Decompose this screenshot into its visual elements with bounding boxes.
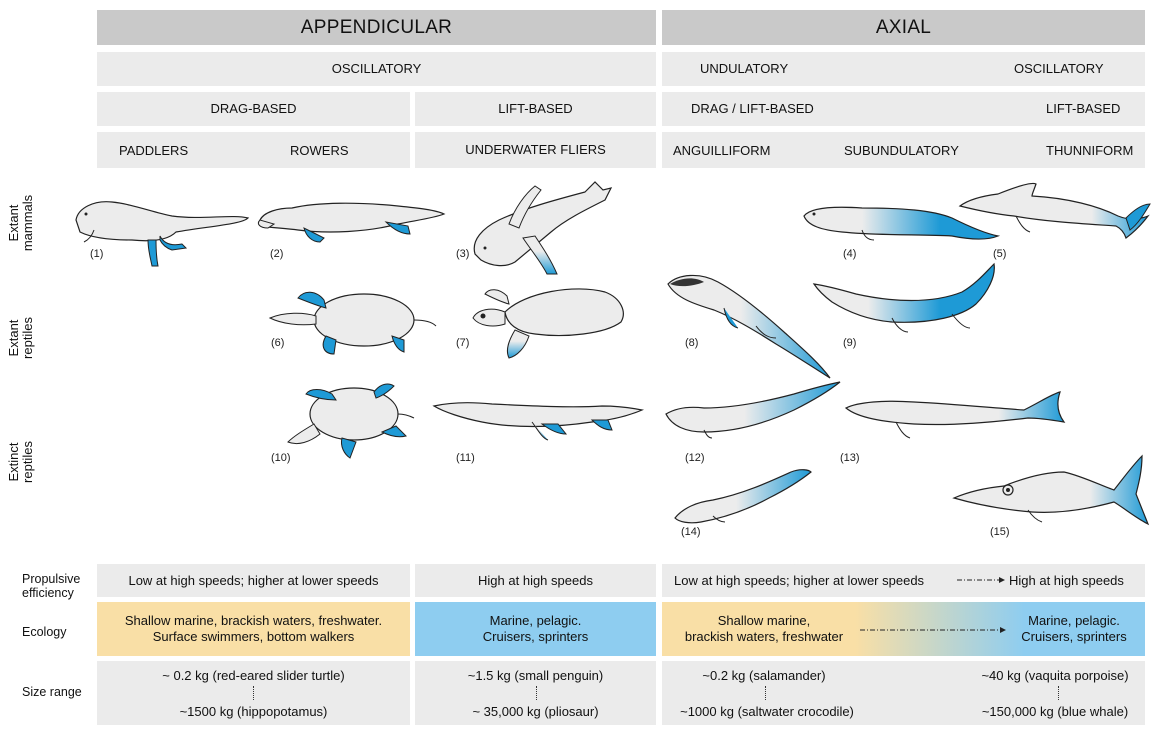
- row-label-extant-reptiles: Extant reptiles: [7, 308, 47, 368]
- animal-5-thunniform-mammal: [958, 180, 1153, 245]
- size-axial-right-top: ~40 kg (vaquita porpoise): [965, 668, 1145, 683]
- animal-7-underwater-flier-reptile: [465, 282, 635, 362]
- ecology-appendicular-drag: Shallow marine, brackish waters, freshwa…: [97, 602, 410, 656]
- header-lift-based-appendicular: LIFT-BASED: [415, 92, 656, 126]
- ecology-appendicular-lift: Marine, pelagic. Cruisers, sprinters: [415, 602, 656, 656]
- header-subundulatory: SUBUNDULATORY: [844, 143, 959, 158]
- animal-number-8: (8): [685, 337, 698, 349]
- size-appendicular-lift-bottom: ~ 35,000 kg (pliosaur): [415, 704, 656, 719]
- animal-number-1: (1): [90, 248, 103, 260]
- header-underwater-fliers: UNDERWATER FLIERS: [415, 132, 656, 168]
- header-axial: AXIAL: [662, 10, 1145, 45]
- size-appendicular-drag-bottom: ~1500 kg (hippopotamus): [97, 704, 410, 719]
- animal-2-rower-mammal: [258, 198, 448, 248]
- propulsive-axial-right: High at high speeds: [1009, 573, 1124, 588]
- animal-number-2: (2): [270, 248, 283, 260]
- animal-number-10: (10): [271, 452, 291, 464]
- size-appendicular-drag-top: ~ 0.2 kg (red-eared slider turtle): [97, 668, 410, 683]
- animal-number-12: (12): [685, 452, 705, 464]
- animal-number-11: (11): [456, 452, 475, 464]
- row-label-propulsive-efficiency: Propulsive efficiency: [0, 568, 92, 604]
- animal-8-anguilliform-reptile: [664, 272, 834, 380]
- animal-number-6: (6): [271, 337, 284, 349]
- animal-number-14: (14): [681, 526, 701, 538]
- propulsive-appendicular-lift: High at high speeds: [415, 564, 656, 597]
- animal-number-15: (15): [990, 526, 1010, 538]
- animal-number-9: (9): [843, 337, 856, 349]
- animal-3-underwater-flier-mammal: [465, 178, 615, 278]
- header-paddlers: PADDLERS: [119, 143, 188, 158]
- row-label-ecology: Ecology: [0, 622, 95, 642]
- header-oscillatory-appendicular: OSCILLATORY: [97, 52, 656, 86]
- header-drag-based: DRAG-BASED: [97, 92, 410, 126]
- animal-number-5: (5): [993, 248, 1006, 260]
- animal-number-13: (13): [840, 452, 860, 464]
- animal-12-anguilliform-extinct: [664, 380, 844, 440]
- header-undulatory: UNDULATORY: [700, 61, 788, 76]
- animal-9-subundulatory-reptile: [812, 262, 1002, 337]
- size-appendicular-drag-connector: [253, 686, 255, 700]
- propulsive-axial-left: Low at high speeds; higher at lower spee…: [674, 573, 924, 588]
- animal-number-3: (3): [456, 248, 469, 260]
- row-label-size-range: Size range: [0, 682, 95, 702]
- size-axial-left-bottom: ~1000 kg (saltwater crocodile): [662, 704, 872, 719]
- propulsive-appendicular-drag: Low at high speeds; higher at lower spee…: [97, 564, 410, 597]
- size-appendicular-lift-connector: [536, 686, 538, 700]
- size-axial-left-top: ~0.2 kg (salamander): [662, 668, 866, 683]
- propulsive-arrow: [955, 574, 1007, 586]
- header-oscillatory-axial: OSCILLATORY: [1014, 61, 1104, 76]
- header-rowers: ROWERS: [290, 143, 349, 158]
- animal-14-anguilliform-extinct: [673, 468, 813, 524]
- animal-10-rower-extinct: [282, 380, 422, 460]
- header-lift-based-axial: LIFT-BASED: [1046, 101, 1120, 116]
- ecology-axial-left: Shallow marine, brackish waters, freshwa…: [674, 613, 854, 645]
- animal-11-underwater-flier-extinct: [432, 394, 644, 444]
- header-thunniform: THUNNIFORM: [1046, 143, 1133, 158]
- animal-number-7: (7): [456, 337, 469, 349]
- header-anguilliform: ANGUILLIFORM: [673, 143, 771, 158]
- size-axial-right-connector: [1058, 686, 1060, 700]
- size-axial-right-bottom: ~150,000 kg (blue whale): [965, 704, 1145, 719]
- size-appendicular-lift-top: ~1.5 kg (small penguin): [415, 668, 656, 683]
- animal-6-rower-reptile: [264, 286, 440, 356]
- row-label-extant-mammals: Extant mammals: [7, 193, 47, 253]
- animal-15-thunniform-extinct: [952, 454, 1148, 530]
- animal-number-4: (4): [843, 248, 856, 260]
- size-axial-left-connector: [765, 686, 767, 700]
- header-drag-lift-based: DRAG / LIFT-BASED: [691, 101, 814, 116]
- animal-13-subundulatory-extinct: [844, 390, 1068, 442]
- header-appendicular: APPENDICULAR: [97, 10, 656, 45]
- ecology-arrow: [858, 624, 1008, 636]
- ecology-axial-right: Marine, pelagic. Cruisers, sprinters: [1010, 613, 1138, 645]
- row-label-extinct-reptiles: Extinct reptiles: [7, 432, 47, 492]
